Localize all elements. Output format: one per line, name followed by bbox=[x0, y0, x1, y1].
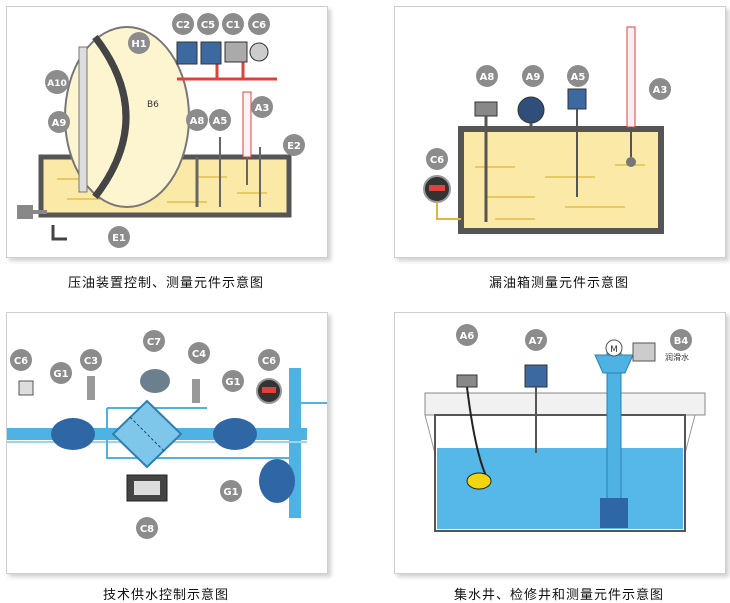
svg-text:A5: A5 bbox=[213, 116, 228, 127]
svg-text:A8: A8 bbox=[190, 116, 205, 127]
svg-text:A8: A8 bbox=[480, 72, 495, 83]
svg-text:C7: C7 bbox=[147, 337, 161, 348]
label-bubble: C6 G1 C3 C7 C4 G1 C6 G1 C8 bbox=[10, 330, 280, 539]
motor-label: M bbox=[610, 345, 618, 355]
leak-tank-diagram: A8 A9 A5 A3 C6 bbox=[423, 26, 671, 234]
sump-well-diagram: M 润滑水 A6 A7 B4 bbox=[424, 324, 706, 532]
panel-leak-tank: A8 A9 A5 A3 C6 bbox=[394, 6, 726, 258]
panel-sump-well: M 润滑水 A6 A7 B4 bbox=[394, 312, 726, 574]
svg-text:A6: A6 bbox=[460, 331, 475, 342]
svg-text:H1: H1 bbox=[131, 39, 146, 50]
svg-text:C8: C8 bbox=[140, 524, 154, 535]
svg-text:A7: A7 bbox=[529, 336, 544, 347]
svg-text:B4: B4 bbox=[674, 336, 689, 347]
svg-text:E1: E1 bbox=[112, 233, 126, 244]
vessel-label: B6 bbox=[147, 100, 159, 110]
svg-text:C6: C6 bbox=[252, 20, 266, 31]
svg-text:C4: C4 bbox=[192, 349, 206, 360]
caption-water-supply: 技术供水控制示意图 bbox=[102, 588, 229, 603]
caption-leak-tank: 漏油箱测量元件示意图 bbox=[488, 276, 629, 291]
leak-tank bbox=[458, 126, 664, 234]
label-bubble: C2 C5 C1 C6 H1 A10 A9 A8 A5 A3 E2 E1 bbox=[45, 13, 305, 248]
svg-text:G1: G1 bbox=[223, 487, 238, 498]
svg-text:C1: C1 bbox=[226, 20, 240, 31]
caption-sump-well: 集水井、检修井和测量元件示意图 bbox=[453, 588, 664, 603]
svg-text:A5: A5 bbox=[571, 72, 586, 83]
oil-pressure-diagram: B6 C2 C5 C1 C6 H1 A10 A9 A8 A5 A3 E2 E1 bbox=[17, 13, 305, 248]
svg-text:C3: C3 bbox=[84, 356, 98, 367]
svg-text:C2: C2 bbox=[176, 20, 190, 31]
svg-text:C6: C6 bbox=[430, 155, 444, 166]
caption-oil-pressure: 压油装置控制、测量元件示意图 bbox=[67, 276, 264, 291]
svg-text:C6: C6 bbox=[262, 356, 276, 367]
svg-text:A9: A9 bbox=[526, 72, 541, 83]
svg-text:C6: C6 bbox=[14, 356, 28, 367]
label-bubble: A8 A9 A5 A3 C6 bbox=[426, 65, 671, 170]
svg-text:E2: E2 bbox=[287, 141, 301, 152]
svg-text:A9: A9 bbox=[52, 118, 67, 129]
svg-text:A3: A3 bbox=[653, 85, 668, 96]
panel-oil-pressure: B6 C2 C5 C1 C6 H1 A10 A9 A8 A5 A3 E2 E1 bbox=[6, 6, 328, 258]
label-bubble: A6 A7 B4 bbox=[456, 324, 692, 351]
svg-text:G1: G1 bbox=[225, 377, 240, 388]
svg-text:A10: A10 bbox=[47, 79, 67, 89]
water-supply-diagram: C6 G1 C3 C7 C4 G1 C6 G1 C8 bbox=[7, 330, 327, 539]
svg-text:G1: G1 bbox=[53, 369, 68, 380]
water-label: 润滑水 bbox=[665, 352, 689, 362]
panel-water-supply: C6 G1 C3 C7 C4 G1 C6 G1 C8 bbox=[6, 312, 328, 574]
svg-text:C5: C5 bbox=[201, 20, 215, 31]
svg-text:A3: A3 bbox=[255, 103, 270, 114]
